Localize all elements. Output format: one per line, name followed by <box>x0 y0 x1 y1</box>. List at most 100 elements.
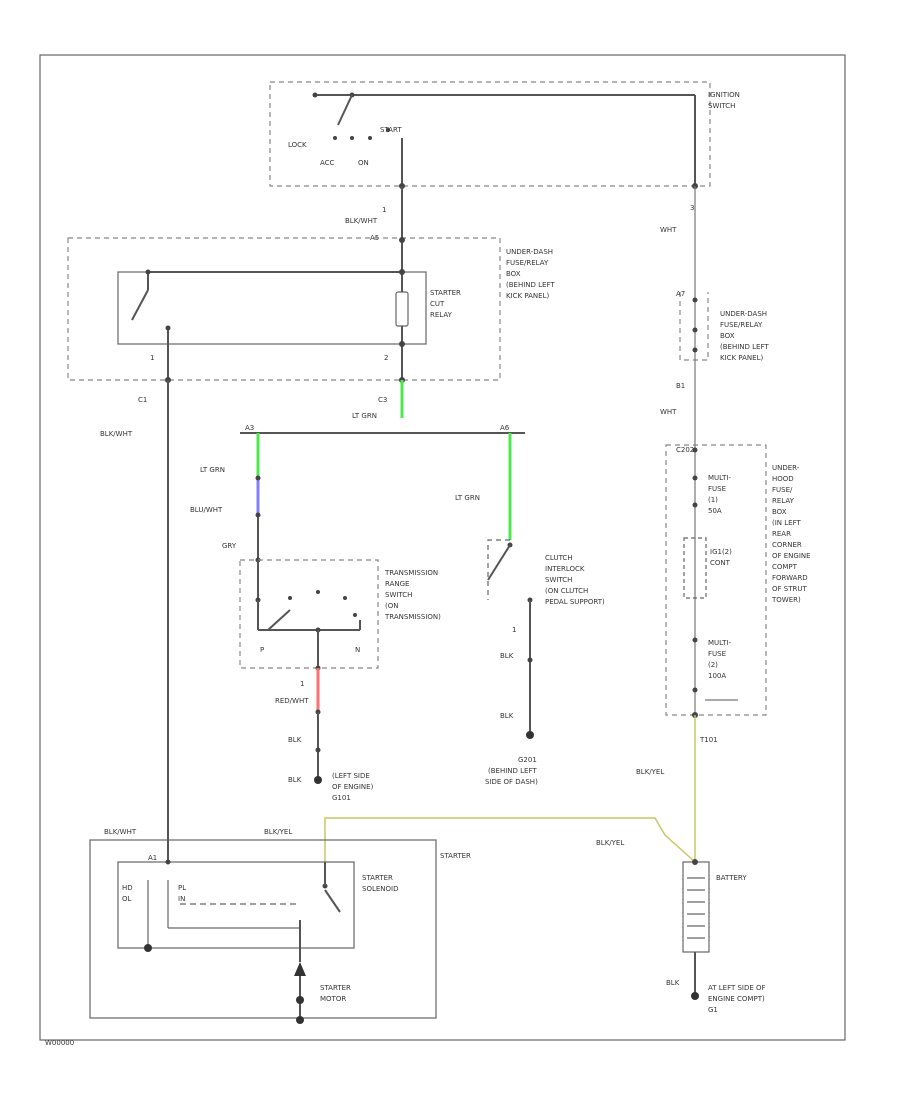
g201-label-2: (BEHIND LEFT <box>488 767 537 775</box>
fuse-box-label-5: KICK PANEL) <box>506 292 549 300</box>
hold-label-1: HD <box>122 884 133 892</box>
clutch-label-5: PEDAL SUPPORT) <box>545 598 605 606</box>
wire-label-blk-wht-top: BLK/WHT <box>345 217 378 225</box>
hood-label-11: FORWARD <box>772 574 808 582</box>
hood-label-2: HOOD <box>772 475 794 483</box>
wire-label-blk-battery: BLK <box>666 979 680 987</box>
hood-label-8: CORNER <box>772 541 802 549</box>
starter-assembly: STARTER A1 HD OL PL IN STARTER SOLENOID … <box>89 839 471 1024</box>
fuse-box-label-1: UNDER-DASH <box>506 248 553 256</box>
wire-label-blk-yel-right: BLK/YEL <box>636 768 664 776</box>
hold-label-2: OL <box>122 895 132 903</box>
wire-label-wht-2: WHT <box>660 408 677 416</box>
fuse-right-label-5: KICK PANEL) <box>720 354 763 362</box>
relay-pin-1: 1 <box>150 354 154 362</box>
on-label: ON <box>358 159 369 167</box>
starter-cut-relay: STARTER CUT RELAY 1 2 <box>117 237 461 380</box>
motor-label-1: STARTER <box>320 984 351 992</box>
wire-label-red-wht: RED/WHT <box>275 697 309 705</box>
trans-p-label: P <box>260 646 264 654</box>
hood-label-3: FUSE/ <box>772 486 793 494</box>
fuse-sub-label-2: CONT <box>710 559 731 567</box>
fuse1-label-4: 50A <box>708 507 722 515</box>
wire-label-lt-grn-top: LT GRN <box>352 412 377 420</box>
motor-label-2: MOTOR <box>320 995 346 1003</box>
g101-label-2: OF ENGINE) <box>332 783 374 791</box>
transmission-range-switch: P N TRANSMISSION RANGE SWITCH (ON TRANSM… <box>239 559 441 669</box>
relay-pin-2: 2 <box>384 354 388 362</box>
wire-label-blk-g201-2: BLK <box>500 712 514 720</box>
fuse-box-label-2: FUSE/RELAY <box>506 259 549 267</box>
fuse-box-label-3: BOX <box>506 270 521 278</box>
connector-a1: A1 <box>148 854 157 862</box>
trans-label-4: (ON <box>385 602 398 610</box>
wire-label-blk-g101-1: BLK <box>288 736 302 744</box>
connector-a6: A6 <box>500 424 510 432</box>
g101-label-3: G101 <box>332 794 351 802</box>
connector-a3: A3 <box>245 424 254 432</box>
trans-label-2: RANGE <box>385 580 409 588</box>
wire-label-blu-wht: BLU/WHT <box>190 506 223 514</box>
clutch-label-1: CLUTCH <box>545 554 573 562</box>
under-dash-fuse-box-right: A7 UNDER-DASH FUSE/RELAY BOX (BEHIND LEF… <box>676 290 769 362</box>
pin-label-3: 3 <box>690 204 694 212</box>
clutch-label-3: SWITCH <box>545 576 572 584</box>
hood-label-5: BOX <box>772 508 787 516</box>
trans-label-5: TRANSMISSION) <box>384 613 441 621</box>
clutch-label-2: INTERLOCK <box>545 565 585 573</box>
fuse-right-label-4: (BEHIND LEFT <box>720 343 769 351</box>
wire-label-wht-1: WHT <box>660 226 677 234</box>
ignition-switch-label-1: IGNITION <box>708 91 740 99</box>
clutch-label-4: (ON CLUTCH <box>545 587 588 595</box>
connector-c3: C3 <box>378 396 387 404</box>
battery-label: BATTERY <box>716 874 747 882</box>
ignition-switch: IGNITION SWITCH LOCK START ACC ON <box>269 81 740 187</box>
connector-b1: B1 <box>676 382 685 390</box>
fuse1-label-3: (1) <box>708 496 718 504</box>
diagram-frame <box>39 54 846 1041</box>
fuse2-label-1: MULTI- <box>708 639 731 647</box>
wire-label-blk-yel-battery: BLK/YEL <box>596 839 624 847</box>
pull-label-2: IN <box>178 895 185 903</box>
fuse-right-label-3: BOX <box>720 332 735 340</box>
fuse-sub-label-1: IG1(2) <box>710 548 732 556</box>
connector-c1: C1 <box>138 396 147 404</box>
g1-label-2: ENGINE COMPT) <box>708 995 765 1003</box>
trans-n-label: N <box>355 646 360 654</box>
ignition-switch-label-2: SWITCH <box>708 102 735 110</box>
starter-motor-ground-icon <box>296 1016 304 1024</box>
fuse2-label-4: 100A <box>708 672 726 680</box>
wire-label-blk-g201-1: BLK <box>500 652 514 660</box>
fuse1-label-1: MULTI- <box>708 474 731 482</box>
pull-label-1: PL <box>178 884 186 892</box>
connector-c202: C202 <box>676 446 694 454</box>
starter-label: STARTER <box>440 852 471 860</box>
hood-label-9: OF ENGINE <box>772 552 811 560</box>
acc-label: ACC <box>320 159 335 167</box>
hood-label-4: RELAY <box>772 497 795 505</box>
wire-label-blk-wht-starter: BLK/WHT <box>104 828 137 836</box>
hood-label-12: OF STRUT <box>772 585 807 593</box>
g201-label-1: G201 <box>518 756 537 764</box>
wire-label-blk-g101-2: BLK <box>288 776 302 784</box>
hood-label-7: REAR <box>772 530 791 538</box>
connector-a7: A7 <box>676 290 685 298</box>
hood-label-1: UNDER- <box>772 464 800 472</box>
lock-label: LOCK <box>288 141 307 149</box>
wire-label-lt-grn-right: LT GRN <box>455 494 480 502</box>
starter-ground-icon <box>144 944 152 952</box>
ground-g201-icon <box>526 731 534 739</box>
fuse-box-label-4: (BEHIND LEFT <box>506 281 555 289</box>
relay-label-1: STARTER <box>430 289 461 297</box>
wire-label-blk-yel-starter: BLK/YEL <box>264 828 292 836</box>
relay-label-2: CUT <box>430 300 445 308</box>
wire-label-lt-grn-left: LT GRN <box>200 466 225 474</box>
g201-label-3: SIDE OF DASH) <box>485 778 538 786</box>
fuse-right-label-2: FUSE/RELAY <box>720 321 763 329</box>
hood-label-13: TOWER) <box>771 596 801 604</box>
fuse1-label-2: FUSE <box>708 485 726 493</box>
wire-label-blk-wht-left: BLK/WHT <box>100 430 133 438</box>
g1-label-3: G1 <box>708 1006 718 1014</box>
